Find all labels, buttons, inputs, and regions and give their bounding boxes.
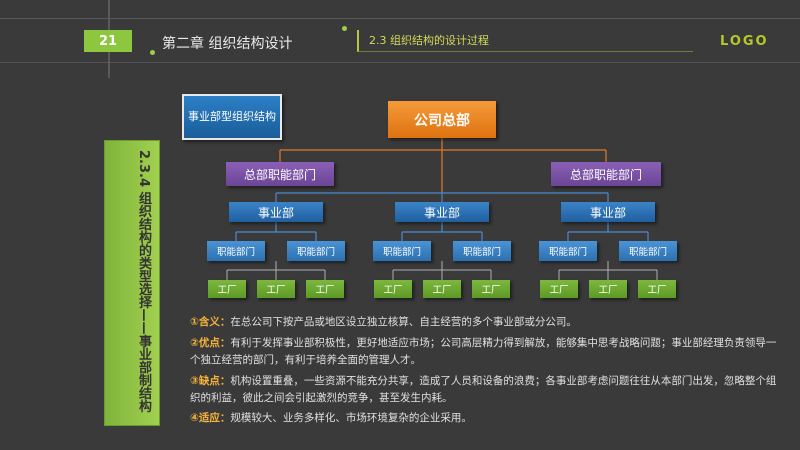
header-top-line [0,18,800,19]
department-box: 职能部门 [539,241,597,261]
department-box: 职能部门 [287,241,345,261]
factory-box: 工厂 [306,280,344,298]
hq-functional-dept-left: 总部职能部门 [226,162,334,186]
decor-dot [150,50,155,55]
logo: LOGO [720,34,769,49]
factory-box: 工厂 [472,280,510,298]
applicability-text: 规模较大、业务多样化、市场环境复杂的企业采用。 [230,412,472,424]
chapter-title: 第二章 组织结构设计 [162,36,293,52]
meaning-key: ①含义： [190,316,231,328]
section-title: 2.3 组织结构的设计过程 [357,30,693,52]
division-box: 事业部 [395,202,489,222]
factory-box: 工厂 [638,280,676,298]
factory-box: 工厂 [423,280,461,298]
meaning-paragraph: ①含义：在总公司下按产品或地区设立独立核算、自主经营的多个事业部或分公司。 [190,314,780,331]
decor-dot [342,26,347,31]
hq-box: 公司总部 [388,101,496,138]
factory-box: 工厂 [589,280,627,298]
side-panel-title: 2.3.4 组织结构的类型选择——事业部制结构 [136,150,151,413]
department-box: 职能部门 [453,241,511,261]
hq-functional-dept-right: 总部职能部门 [551,162,661,186]
department-box: 职能部门 [207,241,265,261]
advantages-text: 有利于发挥事业部积极性，更好地适应市场；公司高层精力得到解放，能够集中思考战略问… [190,337,777,366]
meaning-text: 在总公司下按产品或地区设立独立核算、自主经营的多个事业部或分公司。 [230,316,577,328]
page-number: 21 [84,30,132,52]
division-box: 事业部 [229,202,323,222]
department-box: 职能部门 [619,241,677,261]
advantages-paragraph: ②优点：有利于发挥事业部积极性，更好地适应市场；公司高层精力得到解放，能够集中思… [190,335,780,369]
applicability-paragraph: ④适应：规模较大、业务多样化、市场环境复杂的企业采用。 [190,410,780,427]
side-panel [104,140,160,426]
division-box: 事业部 [561,202,655,222]
disadvantages-text: 机构设置重叠，一些资源不能充分共享，造成了人员和设备的浪费；各事业部考虑问题往往… [190,375,777,404]
advantages-key: ②优点： [190,337,231,349]
factory-box: 工厂 [208,280,246,298]
factory-box: 工厂 [374,280,412,298]
factory-box: 工厂 [257,280,295,298]
header-bottom-line [0,62,800,63]
applicability-key: ④适应： [190,412,231,424]
department-box: 职能部门 [373,241,431,261]
disadvantages-key: ③缺点： [190,375,231,387]
factory-box: 工厂 [540,280,578,298]
disadvantages-paragraph: ③缺点：机构设置重叠，一些资源不能充分共享，造成了人员和设备的浪费；各事业部考虑… [190,373,780,407]
structure-type-label: 事业部型组织结构 [182,94,282,140]
